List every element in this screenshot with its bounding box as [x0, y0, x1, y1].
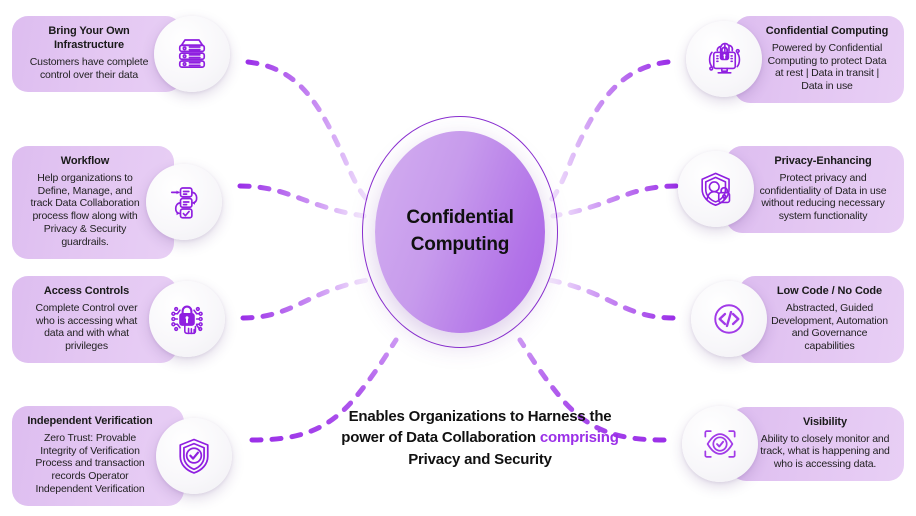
spoke-title: Visibility — [802, 415, 848, 428]
connector-left-1 — [245, 59, 375, 207]
spoke-title: Independent Verification — [27, 415, 153, 427]
hub-outer-ring — [362, 116, 558, 348]
statement-part2: Privacy and Security — [408, 450, 552, 468]
shield-check-icon[interactable] — [156, 417, 232, 494]
spoke-title: Access Controls — [43, 285, 130, 297]
spoke-desc: Abstracted, Guided Development, Automati… — [771, 301, 888, 353]
spoke-title: Confidential Computing — [765, 25, 889, 37]
spoke-desc: Complete Control over who is accessing w… — [35, 301, 138, 353]
lock-fingerprint-icon[interactable] — [149, 281, 225, 358]
shield-user-lock-icon[interactable] — [678, 151, 754, 228]
hub-title-line2: Computing — [410, 234, 510, 255]
workflow-icon[interactable] — [146, 164, 222, 241]
spoke-desc: Powered by Confidential Computing to pro… — [767, 41, 887, 93]
connector-right-3 — [546, 277, 676, 321]
spoke-pill: Confidential Computing Powered by Confid… — [734, 16, 904, 103]
spoke-pill: Bring Your Own Infrastructure Customers … — [12, 16, 182, 92]
spoke-low-code-no-code[interactable]: Low Code / No Code Abstracted, Guided De… — [673, 276, 904, 363]
statement-highlight: comprising — [539, 429, 619, 447]
spoke-desc: Ability to closely monitor and track, wh… — [760, 432, 890, 471]
hub-title: Confidential Computing — [406, 205, 514, 259]
server-stack-icon[interactable] — [154, 16, 230, 92]
bottom-statement: Enables Organizations to Harness the pow… — [340, 406, 620, 470]
cloud-lock-monitor-icon[interactable] — [686, 21, 762, 98]
spoke-pill: Privacy-Enhancing Protect privacy and co… — [726, 146, 904, 233]
spoke-independent-verification[interactable]: Independent Verification Zero Trust: Pro… — [12, 406, 250, 506]
spoke-pill: Independent Verification Zero Trust: Pro… — [12, 406, 184, 506]
connector-left-2 — [237, 183, 367, 219]
connector-left-3 — [240, 277, 371, 321]
spoke-bring-your-own-infrastructure[interactable]: Bring Your Own Infrastructure Customers … — [12, 16, 248, 92]
spoke-pill: Visibility Ability to closely monitor an… — [730, 406, 904, 482]
code-circle-icon[interactable] — [691, 281, 767, 358]
hub-title-line1: Confidential — [406, 207, 514, 229]
spoke-privacy-enhancing[interactable]: Privacy-Enhancing Protect privacy and co… — [660, 146, 904, 233]
spoke-title: Low Code / No Code — [776, 285, 883, 297]
spoke-workflow[interactable]: Workflow Help organizations to Define, M… — [12, 146, 240, 259]
center-hub: Confidential Computing — [362, 116, 558, 348]
spoke-desc: Protect privacy and confidentiality of D… — [759, 171, 887, 223]
spoke-visibility[interactable]: Visibility Ability to closely monitor an… — [664, 406, 904, 482]
hub-disc: Confidential Computing — [375, 131, 545, 333]
spoke-desc: Customers have complete control over the… — [29, 55, 149, 81]
spoke-desc: Zero Trust: Provable Integrity of Verifi… — [35, 431, 145, 495]
spoke-desc: Help organizations to Define, Manage, an… — [30, 171, 140, 248]
connector-right-2 — [550, 183, 679, 219]
spoke-title: Bring Your Own Infrastructure — [48, 25, 130, 52]
spoke-confidential-computing[interactable]: Confidential Computing Powered by Confid… — [668, 16, 904, 103]
eye-scan-icon[interactable] — [682, 406, 758, 482]
spoke-access-controls[interactable]: Access Controls Complete Control over wh… — [12, 276, 243, 363]
spoke-title: Workflow — [60, 155, 110, 167]
connector-right-1 — [544, 59, 671, 207]
spoke-title: Privacy-Enhancing — [774, 155, 872, 167]
